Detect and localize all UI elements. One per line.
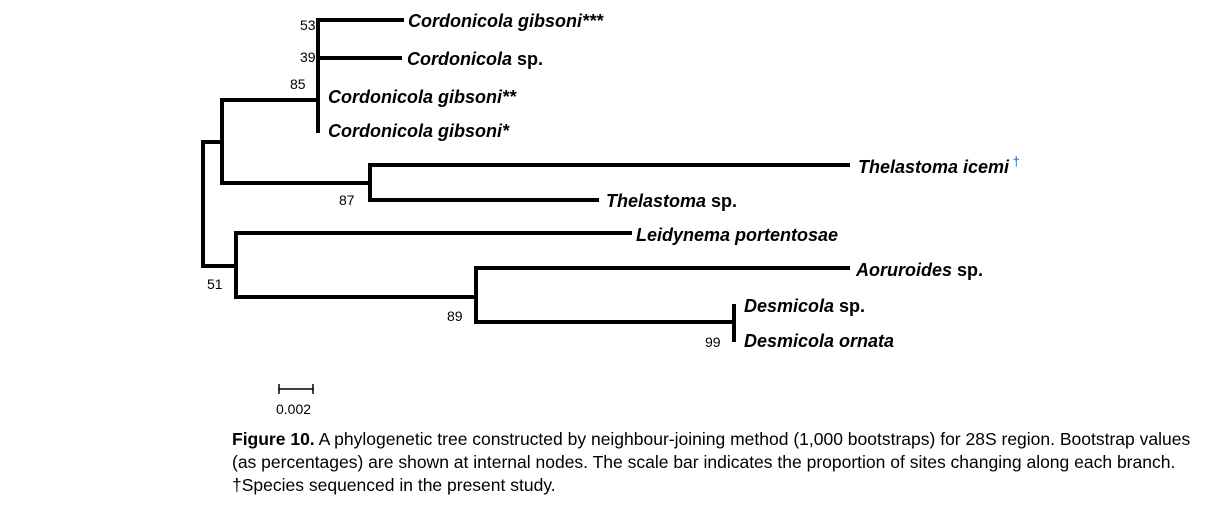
scale-bar-label: 0.002: [276, 401, 311, 417]
bootstrap-value: 39: [300, 49, 316, 65]
taxon-name: Thelastoma icemi: [858, 157, 1010, 177]
bootstrap-value: 89: [447, 308, 463, 324]
taxon-name: Cordonicola gibsoni**: [328, 87, 517, 107]
taxon-label: Desmicola sp.: [744, 296, 865, 316]
taxon-name: Cordonicola gibsoni***: [408, 11, 604, 31]
taxon-name: Desmicola: [744, 296, 834, 316]
taxon-name: Leidynema portentosae: [636, 225, 838, 245]
taxon-label: Cordonicola gibsoni**: [328, 87, 517, 107]
taxon-name: Desmicola ornata: [744, 331, 894, 351]
bootstrap-value: 87: [339, 192, 355, 208]
taxon-label: Cordonicola sp.: [407, 49, 543, 69]
new-sequence-mark: †: [1009, 154, 1020, 169]
taxon-name: Aoruroides: [855, 260, 952, 280]
bootstrap-value: 99: [705, 334, 721, 350]
caption-label: Figure 10.: [232, 429, 315, 449]
taxon-label: Cordonicola gibsoni*: [328, 121, 510, 141]
taxon-name: Thelastoma: [606, 191, 706, 211]
bootstrap-value: 51: [207, 276, 223, 292]
bootstrap-value: 85: [290, 76, 306, 92]
phylogenetic-tree: Cordonicola gibsoni***Cordonicola sp.Cor…: [201, 11, 1020, 417]
taxon-label: Aoruroides sp.: [855, 260, 983, 280]
taxon-suffix: sp.: [834, 296, 865, 316]
taxon-name: Cordonicola gibsoni*: [328, 121, 510, 141]
taxon-name: Cordonicola: [407, 49, 512, 69]
taxon-suffix: sp.: [952, 260, 983, 280]
bootstrap-value: 53: [300, 17, 316, 33]
taxon-label: Desmicola ornata: [744, 331, 894, 351]
taxon-suffix: sp.: [512, 49, 543, 69]
taxon-label: Cordonicola gibsoni***: [408, 11, 604, 31]
taxon-label: Leidynema portentosae: [636, 225, 838, 245]
caption-text: A phylogenetic tree constructed by neigh…: [232, 429, 1191, 495]
taxon-label: Thelastoma icemi †: [858, 154, 1020, 177]
figure-caption: Figure 10. A phylogenetic tree construct…: [232, 428, 1217, 497]
taxon-label: Thelastoma sp.: [606, 191, 737, 211]
taxon-suffix: sp.: [706, 191, 737, 211]
